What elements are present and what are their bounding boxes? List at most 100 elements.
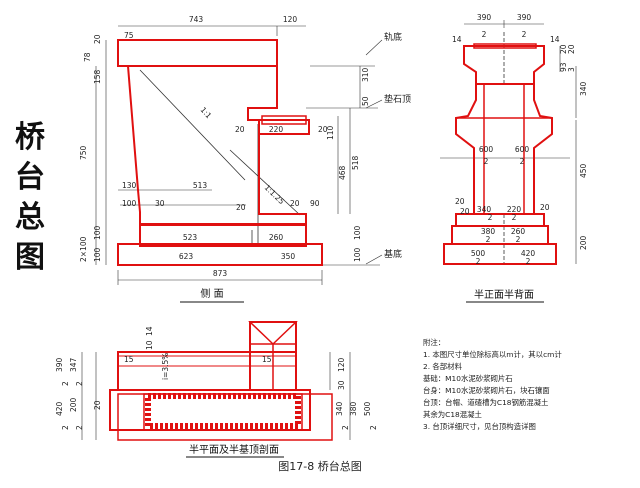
note-line: 台顶：台帽、道碴槽为C18钢筋混凝土 xyxy=(423,398,549,407)
front-dim-380: 380 xyxy=(481,227,496,236)
side-dim-20: 20 xyxy=(318,125,328,134)
side-slope-1to125: 1:1.25 xyxy=(263,183,287,206)
plan-hatched-section xyxy=(145,393,301,429)
side-footing-upper-outline xyxy=(139,223,307,247)
side-dim-523: 523 xyxy=(183,233,198,242)
dimension-lines xyxy=(81,20,577,440)
side-label-bearing-top: 垫石顶 xyxy=(384,93,411,105)
side-dim-743: 743 xyxy=(189,15,204,24)
side-dim-750: 750 xyxy=(79,145,88,160)
side-dim-350: 350 xyxy=(281,252,296,261)
side-dim-20: 20 xyxy=(290,199,300,208)
front-dim-14: 14 xyxy=(452,35,462,44)
front-footing-3 xyxy=(443,243,557,265)
plan-dim-frac: 2 xyxy=(341,425,350,430)
front-dim-600: 600 xyxy=(515,145,530,154)
front-dim-frac: 2 xyxy=(482,30,487,39)
note-line: 1. 本图尺寸单位除标高以m计，其以cm计 xyxy=(423,350,562,359)
side-dim-260: 260 xyxy=(269,233,284,242)
side-title: 桥 台 总 图 xyxy=(12,118,48,278)
plan-dim-14: 14 xyxy=(145,326,154,336)
side-slope-1to1: 1:1 xyxy=(199,105,214,120)
side-dim-518: 518 xyxy=(351,155,360,170)
front-dim-390: 390 xyxy=(477,13,492,22)
side-dim-100: 100 xyxy=(353,247,362,262)
front-dim-frac: 2 xyxy=(520,157,525,166)
side-dim-120: 120 xyxy=(283,15,298,24)
front-dim-frac: 2 xyxy=(526,257,531,266)
front-dim-220: 220 xyxy=(507,205,522,214)
side-cap-outline xyxy=(258,119,310,135)
plan-dim-420: 420 xyxy=(55,401,64,416)
front-dim-450: 450 xyxy=(579,163,588,178)
side-dim-130: 130 xyxy=(122,181,137,190)
front-dim-20: 20 xyxy=(540,203,550,212)
front-dim-600: 600 xyxy=(479,145,494,154)
front-dim-260: 260 xyxy=(511,227,526,236)
plan-dim-380: 380 xyxy=(349,401,358,416)
side-dim-513: 513 xyxy=(193,181,208,190)
side-dim-75: 75 xyxy=(124,31,134,40)
side-label-rail-bottom: 轨底 xyxy=(384,31,402,43)
side-bearing-pad-outline xyxy=(261,115,307,125)
side-dim-20: 20 xyxy=(93,34,102,44)
side-title-char: 桥 xyxy=(15,120,45,155)
side-dim-100: 100 xyxy=(353,225,362,240)
side-slope-line-1 xyxy=(139,69,246,181)
front-dim-390: 390 xyxy=(517,13,532,22)
side-title-char: 图 xyxy=(15,240,45,275)
plan-dim-15: 15 xyxy=(262,355,272,364)
front-dim-frac: 2 xyxy=(476,257,481,266)
front-footing-2 xyxy=(451,225,549,245)
front-dim-frac: 2 xyxy=(486,235,491,244)
side-dim-2x100: 2×100 xyxy=(79,236,88,262)
view-titles: 侧 面半正面半背面半平面及半基顶剖面 xyxy=(180,287,544,458)
figure-caption: 图17-8 桥台总图 xyxy=(278,460,362,473)
side-deck-outline xyxy=(117,39,278,67)
side-leader-base xyxy=(365,254,383,265)
front-dim-frac: 2 xyxy=(488,213,493,222)
side-dim-220: 220 xyxy=(269,125,284,134)
side-dim-110: 110 xyxy=(326,125,335,140)
front-dim-420: 420 xyxy=(521,249,536,258)
side-view-title: 侧 面 xyxy=(200,287,223,300)
side-dim-50: 50 xyxy=(361,96,370,106)
front-dim-340: 340 xyxy=(477,205,492,214)
plan-dim-500: 500 xyxy=(363,401,372,416)
note-line: 3. 台顶详细尺寸，见台顶构造详图 xyxy=(423,422,536,431)
plan-dim-frac: 2 xyxy=(369,425,378,430)
front-column-outline xyxy=(455,83,553,215)
plan-dim-frac: 2 xyxy=(61,381,70,386)
front-dim-20: 20 xyxy=(460,207,470,216)
side-footing-lower-outline xyxy=(117,243,323,266)
note-line: 基础：M10水泥砂浆砌片石 xyxy=(423,374,513,383)
note-line: 其余为C18混凝土 xyxy=(423,410,482,419)
plan-dim-15: 15 xyxy=(124,355,134,364)
side-dim-20: 20 xyxy=(236,203,246,212)
side-label-base-bottom: 基底 xyxy=(384,248,402,260)
side-dim-90: 90 xyxy=(310,199,320,208)
plan-dim-frac: 2 xyxy=(75,425,84,430)
side-dim-623: 623 xyxy=(179,252,194,261)
plan-head-triangle xyxy=(248,321,298,346)
front-dim-3: 3 xyxy=(567,67,576,72)
front-dim-200: 200 xyxy=(579,235,588,250)
side-dim-310: 310 xyxy=(361,67,370,82)
side-leader-bearing xyxy=(365,99,383,109)
front-dim-20: 20 xyxy=(559,44,568,54)
side-slope-line-2 xyxy=(229,149,301,216)
plan-dim-340: 340 xyxy=(335,401,344,416)
side-title-char: 总 xyxy=(15,200,45,235)
front-dim-frac: 2 xyxy=(516,235,521,244)
plan-dim-347: 347 xyxy=(69,357,78,372)
plan-dim-390: 390 xyxy=(55,357,64,372)
front-dim-93: 93 xyxy=(559,62,568,72)
plan-dim-frac: 2 xyxy=(61,425,70,430)
note-line: 台身：M10水泥砂浆砌片石，块石镶面 xyxy=(423,386,550,395)
front-dim-frac: 2 xyxy=(484,157,489,166)
front-dim-frac: 2 xyxy=(522,30,527,39)
side-dim-78: 78 xyxy=(83,52,92,62)
front-dim-500: 500 xyxy=(471,249,486,258)
